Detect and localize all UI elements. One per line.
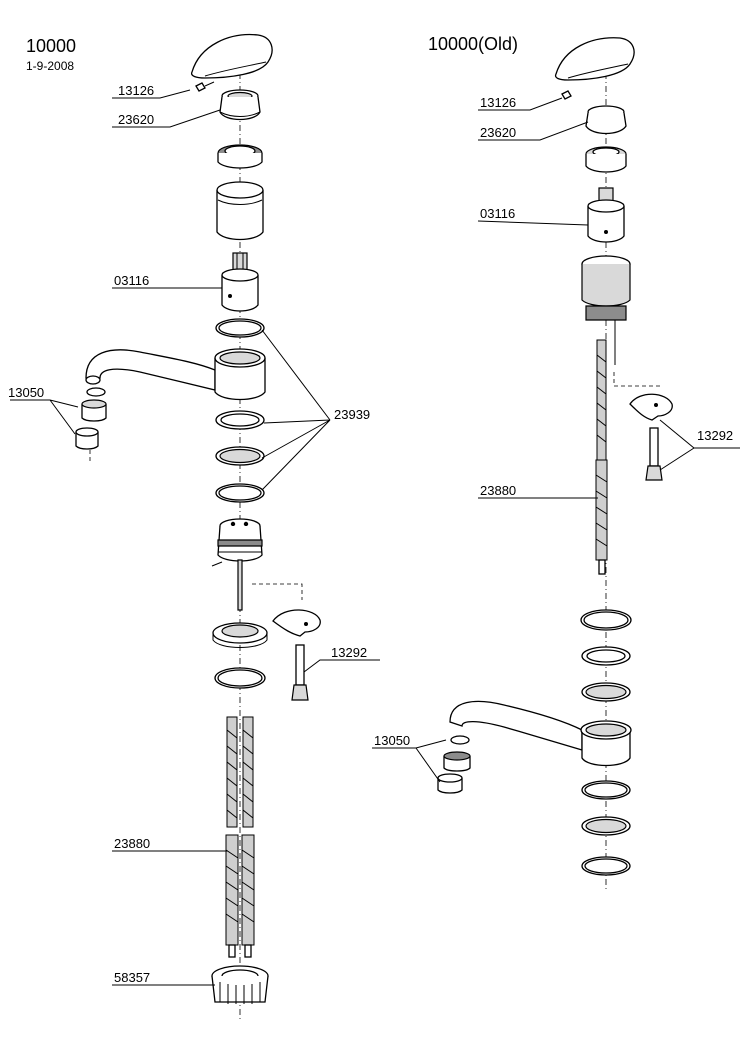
left-assembly: 10000 1-9-2008 xyxy=(8,33,380,1020)
right-label-23880: 23880 xyxy=(480,483,516,498)
left-label-58357: 58357 xyxy=(114,970,150,985)
left-label-03116: 03116 xyxy=(114,273,149,288)
right-label-13050: 13050 xyxy=(374,733,410,748)
left-label-23620: 23620 xyxy=(118,112,154,127)
left-label-23880: 23880 xyxy=(114,836,150,851)
right-assembly: 10000(Old) xyxy=(372,34,740,890)
left-label-13292: 13292 xyxy=(331,645,367,660)
right-label-13292: 13292 xyxy=(697,428,733,443)
left-label-23939: 23939 xyxy=(334,407,370,422)
left-label-13050: 13050 xyxy=(8,385,44,400)
left-date: 1-9-2008 xyxy=(26,59,74,73)
right-label-13126: 13126 xyxy=(480,95,516,110)
left-title: 10000 xyxy=(26,36,76,56)
right-label-03116: 03116 xyxy=(480,206,515,221)
right-label-23620: 23620 xyxy=(480,125,516,140)
right-title: 10000(Old) xyxy=(428,34,518,54)
left-label-13126: 13126 xyxy=(118,83,154,98)
